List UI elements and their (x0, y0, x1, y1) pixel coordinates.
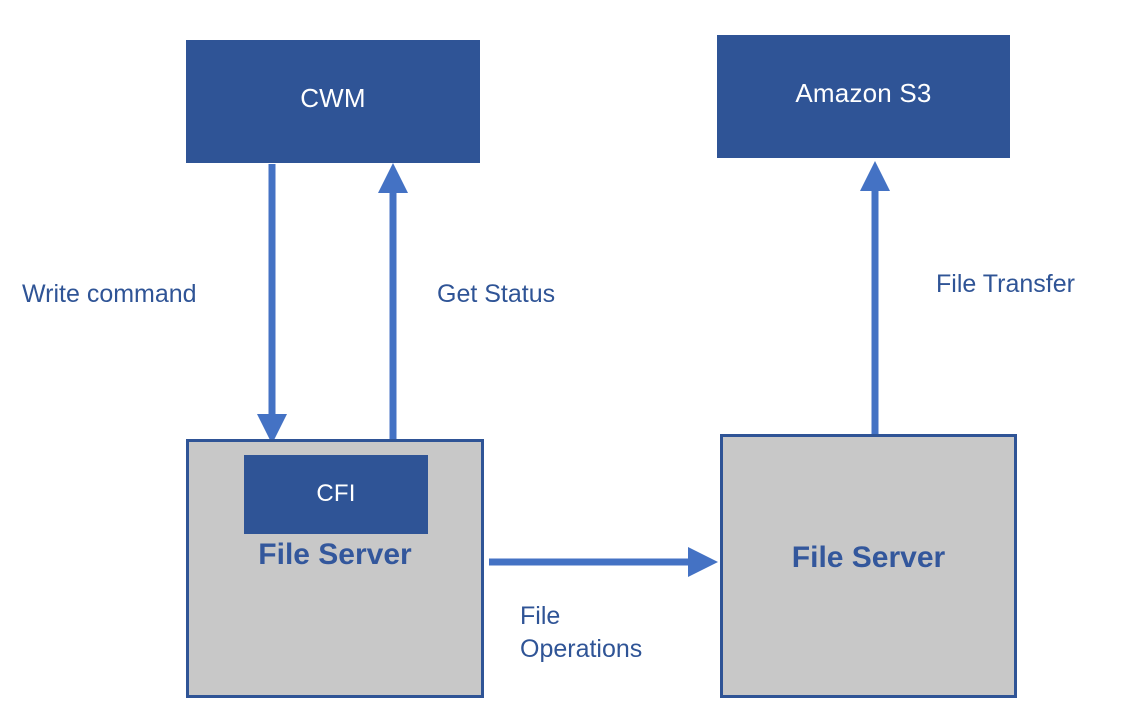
edge-label-file-operations: File Operations (520, 600, 700, 666)
node-cwm[interactable]: CWM (186, 40, 480, 163)
arrow-file-transfer (860, 161, 890, 437)
edge-label-file-operations-line2: Operations (520, 635, 643, 663)
arrow-write-command (257, 164, 287, 444)
node-file-server-right[interactable]: File Server (720, 434, 1017, 698)
node-amazon-s3-label: Amazon S3 (795, 78, 932, 108)
edge-label-write-command: Write command (22, 280, 197, 308)
arrow-get-status (378, 163, 408, 443)
node-cfi-label: CFI (316, 479, 356, 507)
edge-label-file-operations-line1: File (520, 602, 561, 630)
node-file-server-left-label: File Server (258, 538, 412, 571)
node-cwm-label: CWM (300, 83, 366, 113)
node-cfi[interactable]: CFI (244, 455, 428, 534)
edge-label-file-transfer: File Transfer (936, 270, 1075, 298)
node-file-server-right-label: File Server (791, 541, 946, 574)
arrow-file-operations (489, 547, 718, 577)
edge-label-get-status: Get Status (437, 280, 556, 308)
node-amazon-s3[interactable]: Amazon S3 (717, 35, 1010, 158)
